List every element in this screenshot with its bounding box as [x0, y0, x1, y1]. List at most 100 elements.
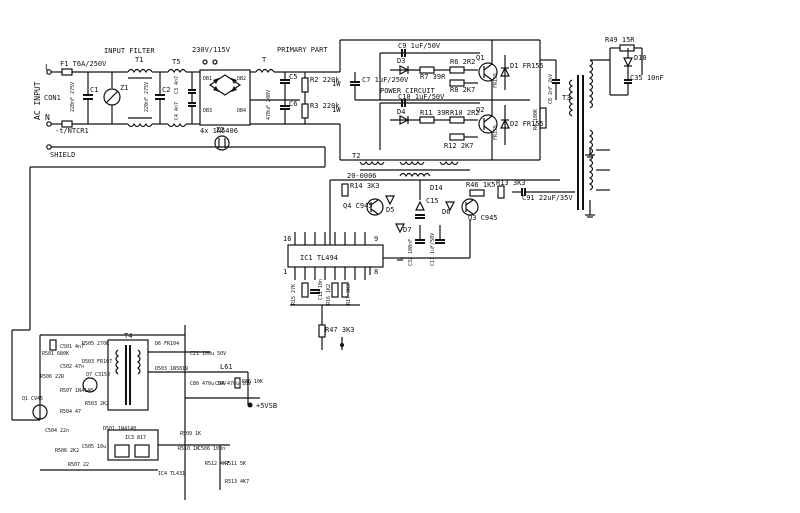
db1-label: DB1 [203, 76, 212, 82]
resistor-r13 [497, 185, 505, 199]
t2-label: T2 [352, 152, 360, 160]
choke-t1-top [127, 68, 153, 74]
diode-db3-icon [213, 86, 219, 92]
z2-label: Z2 [216, 126, 224, 134]
transformer-t4 [107, 339, 149, 411]
r504-label: R504 47 [60, 409, 81, 415]
diode-d18 [623, 57, 633, 68]
power-circuit-section: POWER CIRCUIT C7 1uF/250V C9 1uF/50V D3 … [340, 40, 560, 161]
output-snubber: R49 15R D18 C35 10nF [605, 36, 664, 96]
c504-label: C504 22n [45, 428, 69, 434]
d501-label: D501 1N4148 [103, 426, 136, 432]
coil-t [255, 68, 275, 74]
r507-label: R507 1N4148 [60, 388, 93, 394]
c15-label: C15 [426, 197, 439, 205]
diode-d4 [399, 115, 410, 125]
power-circuit-label: POWER CIRCUIT [380, 87, 436, 95]
ic1-label: IC1 TL494 [300, 254, 338, 262]
db3-label: DB3 [203, 108, 212, 114]
c506-label: C506 100n [198, 446, 225, 452]
output-terminal [247, 402, 253, 408]
r66-label: R66 10K [242, 379, 263, 385]
resistor-r16 [331, 282, 339, 298]
diode-db1-icon [213, 78, 219, 84]
t5-label: T5 [172, 58, 180, 66]
main-transformer-t3: T3 [562, 59, 610, 218]
t3-secondary-2 [588, 129, 594, 191]
pin9-label: 9 [374, 235, 378, 243]
c3-label: C3 4n7 [174, 76, 180, 94]
ntcr1-label: -t/NTCR1 [55, 127, 89, 135]
neutral-terminal [46, 121, 52, 127]
diode-d5 [385, 195, 395, 206]
resistor-r46 [469, 189, 485, 197]
r14-label: R14 3K3 [350, 182, 380, 190]
r15-label: R15 27K [291, 284, 297, 305]
t2-part-label: 20-0006 [347, 172, 377, 180]
d18-label: D18 [634, 54, 647, 62]
diode-d2 [500, 118, 510, 129]
c502-label: C502 47n [60, 364, 84, 370]
diode-d14 [415, 200, 425, 211]
transistor-q4 [366, 198, 384, 216]
c7-label: C7 1uF/250V [362, 76, 409, 84]
c2-value: 220nF 275V [144, 82, 150, 112]
q3-label: Q3 C945 [468, 214, 498, 222]
c5-c6-value: 470uF 200V [266, 90, 272, 120]
r507b-label: R507 22 [68, 462, 89, 468]
r13-label: R13 3K3 [496, 179, 526, 187]
resistor-r501 [49, 339, 57, 351]
r2-watt-label: 1W [332, 80, 341, 88]
shield-label: SHIELD [50, 151, 75, 159]
r12-label: R12 2K7 [444, 142, 474, 150]
ic3-inner-b [134, 444, 150, 458]
bridge-box [199, 69, 251, 126]
l61-label: L61 [220, 363, 233, 371]
neutral-label: N [45, 113, 50, 122]
t3-secondary-1 [588, 59, 594, 109]
bridge-diamond [208, 74, 242, 96]
con1-label: CON1 [44, 94, 61, 102]
diode-d1 [500, 66, 510, 77]
t4-label: T4 [124, 332, 132, 340]
q1-label: Q1 [476, 54, 484, 62]
t2-winding-3 [439, 160, 459, 166]
choke-t5-bottom [167, 122, 187, 128]
r510-label: R510 1K [178, 446, 199, 452]
fuse-f1 [61, 68, 73, 76]
d3-label: D3 [397, 57, 405, 65]
r512-label: R512 4K7 [205, 461, 229, 467]
c505-label: C505 10u [82, 444, 106, 450]
t4-secondary [137, 349, 141, 375]
c11-label: C11 1uF/50V [430, 233, 436, 266]
t4-primary [115, 349, 119, 375]
r17-label: R17 3K3 [346, 284, 352, 305]
line-label: L [45, 63, 50, 72]
resistor-r6 [449, 66, 465, 74]
resistor-r10 [449, 116, 465, 124]
t2-winding-2 [399, 160, 425, 166]
q1b-label: Q1 C945 [22, 396, 43, 402]
d6-label: D6 [442, 208, 450, 216]
shield-terminal [46, 144, 52, 150]
c80-label: C80 470u 10V [190, 381, 226, 387]
c35-label: C35 10nF [630, 74, 664, 82]
c1-label: C1 [90, 86, 98, 94]
q2-label: Q2 [476, 106, 484, 114]
control-section: R14 3K3 Q4 C945 D5 D14 C15 D7 D6 R46 1K5… [329, 179, 575, 266]
c6-label: C6 [289, 100, 297, 108]
choke-t5-top [167, 68, 187, 74]
diode-d6 [445, 201, 455, 212]
db2-label: DB2 [237, 76, 246, 82]
c9-label: C9 1uF/50V [398, 42, 441, 50]
d6b-label: D6 FR104 [155, 341, 179, 347]
c2-label: C2 [162, 86, 170, 94]
ic3-inner-a [114, 444, 130, 458]
t1-label: T1 [135, 56, 143, 64]
pin16-label: 16 [283, 235, 291, 243]
r511-label: R511 5K [225, 461, 246, 467]
q4-label: Q4 C945 [343, 202, 373, 210]
r3-label: R3 220k [310, 102, 340, 110]
